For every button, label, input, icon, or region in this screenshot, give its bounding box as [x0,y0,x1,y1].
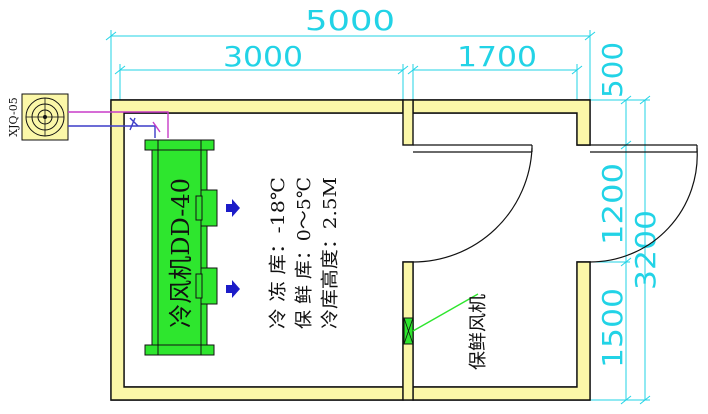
condensing-unit [21,93,69,141]
doors [412,144,698,263]
refrigerant-pipes [68,111,169,138]
airflow-arrow-bottom [226,280,240,298]
wall-band-right [412,99,591,146]
condensing-unit-label: XJQ-05 [7,97,20,136]
spec-height: 冷库高度：2.5M [320,177,341,329]
fresh-fan [403,293,479,345]
airflow-arrows [226,199,240,298]
evaporator-unit [144,139,218,356]
spec-freezer: 冷 冻 库：-18℃ [268,177,289,329]
dim-lower-1500: 1500 [596,288,629,368]
dim-wall-500: 500 [596,42,629,98]
evaporator-label: 冷风机DD-40 [167,178,195,328]
dim-total-depth: 3200 [629,210,662,290]
dim-right-width: 1700 [457,40,537,73]
fresh-fan-label: 保鲜风机 [468,294,489,370]
spec-fresh: 保 鲜 库：0～5℃ [294,177,315,329]
wall-band-right-bottom [412,261,591,401]
partition-wall-upper [402,99,414,146]
airflow-arrow-top [226,199,240,217]
dim-total-width: 5000 [305,4,395,37]
dim-left-width: 3000 [223,40,303,73]
dim-door-1200: 1200 [596,163,629,245]
